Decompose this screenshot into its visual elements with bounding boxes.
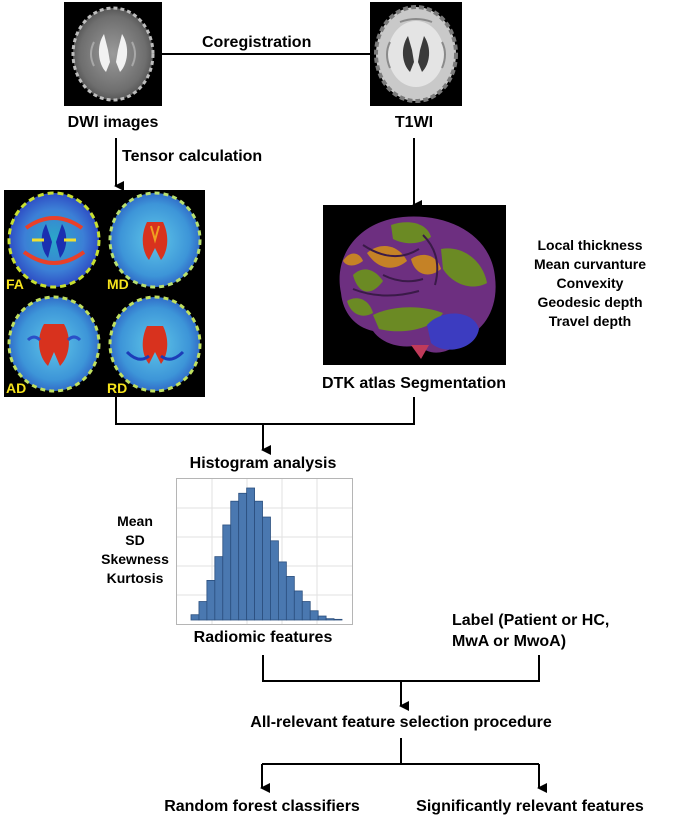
histogram-bar [230,500,240,621]
dwi-brain-image [64,2,162,106]
histogram-plot [176,478,353,625]
fa-map [7,191,101,289]
stat-kurtosis: Kurtosis [106,570,164,586]
histogram-bar [317,615,327,621]
radiomic-features-caption: Radiomic features [193,629,333,646]
dti-maps-panel: FA MD AD RD [4,190,205,397]
histogram-bar [190,614,200,621]
histogram-bar [293,590,303,621]
histogram-bar [309,610,319,621]
t1wi-label: T1WI [394,114,434,131]
metric-convexity: Convexity [556,275,624,291]
histogram-title: Histogram analysis [189,455,337,472]
rd-map [108,295,202,393]
metric-travel-depth: Travel depth [548,313,632,329]
histogram-stats-list: Mean SD Skewness Kurtosis [101,512,169,588]
relevant-features-label: Significantly relevant features [416,798,644,815]
histogram-bar [198,601,208,621]
histogram-bar [262,516,271,621]
label-line-1: Label (Patient or HC, [452,612,610,629]
label-line-2: MwA or MwoA) [452,633,567,650]
t1-brain-image [370,2,462,106]
histogram-bar [301,601,311,621]
feature-selection-label: All-relevant feature selection procedure [250,714,552,731]
random-forest-label: Random forest classifiers [164,798,360,815]
fa-map-label: FA [6,276,24,292]
features-label-merge-line [262,655,540,682]
histogram-bar [254,500,263,621]
surface-metrics-list: Local thickness Mean curvanture Convexit… [534,236,646,331]
stat-sd: SD [125,532,145,548]
md-map-label: MD [107,276,129,292]
tensor-calculation-label: Tensor calculation [122,148,263,165]
histogram-bar [325,618,335,621]
atlas-brain-image [323,205,506,365]
histogram-bar [214,556,224,621]
rd-map-label: RD [107,380,128,396]
dwi-images-label: DWI images [67,114,159,131]
histogram-bar [206,580,216,621]
metric-local-thickness: Local thickness [537,237,643,253]
histogram-bar [333,618,343,621]
histogram-svg [177,479,352,624]
metric-geodesic-depth: Geodesic depth [537,294,643,310]
merge-line [115,397,415,425]
histogram-bar [285,576,295,621]
histogram-bar [278,561,287,621]
coregistration-label: Coregistration [202,34,312,51]
atlas-caption: DTK atlas Segmentation [321,375,507,392]
histogram-bar [238,492,248,621]
stat-mean: Mean [117,513,153,529]
metric-mean-curvature: Mean curvanture [533,256,647,272]
histogram-bar [246,487,255,621]
histogram-bar [270,540,279,621]
stat-skewness: Skewness [101,551,169,567]
md-map [108,191,202,289]
histogram-bar [222,524,232,621]
ad-map [7,295,101,393]
label-description: Label (Patient or HC, MwA or MwoA) [452,610,609,652]
ad-map-label: AD [6,380,27,396]
